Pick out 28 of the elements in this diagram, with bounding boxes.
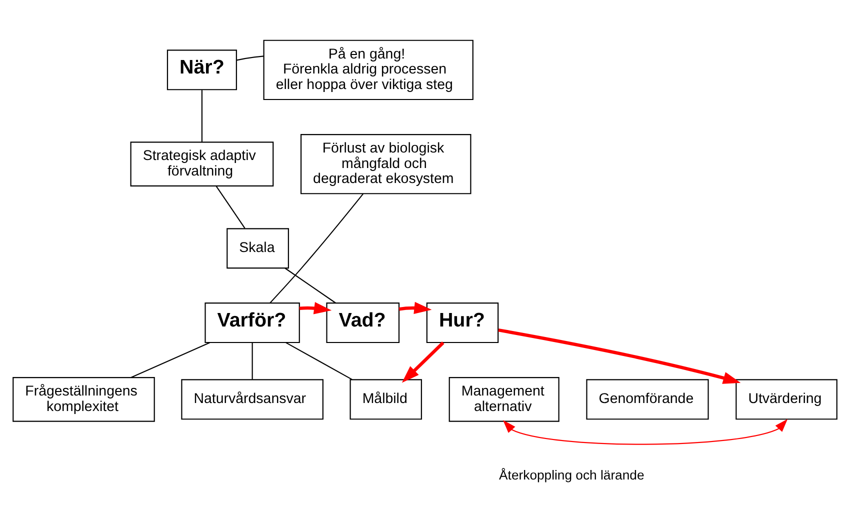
- node-box: Utvärdering: [736, 379, 838, 420]
- edge-label: Återkoppling och lärande: [499, 467, 644, 482]
- node-box: Frågeställningens komplexitet: [12, 376, 155, 422]
- arrow: [299, 302, 332, 314]
- connector: [286, 342, 352, 380]
- connector: [284, 268, 336, 304]
- arrow: [502, 419, 788, 445]
- node-box: Varför?: [204, 302, 300, 344]
- arrow: [398, 302, 432, 314]
- node-box: Förlust av biologisk mångfald och degraderat ekosystem: [300, 134, 472, 194]
- connector: [130, 342, 210, 378]
- node-box: När?: [166, 50, 237, 90]
- node-box: Genomförande: [586, 379, 709, 420]
- node-box: Vad?: [326, 302, 400, 344]
- connector: [201, 90, 203, 142]
- node-box: Management alternativ: [448, 376, 560, 422]
- arrow: [498, 328, 741, 384]
- node-box: På en gång! Förenkla aldrig processen eller hoppa över viktiga steg: [263, 40, 474, 100]
- connector: [236, 56, 264, 61]
- node-box: Skala: [226, 228, 289, 269]
- arrow: [402, 342, 444, 383]
- node-box: Strategisk adaptiv förvaltning: [130, 142, 274, 187]
- connector: [270, 194, 364, 304]
- connector: [216, 186, 246, 228]
- node-box: Naturvårdsansvar: [181, 379, 324, 420]
- connector: [252, 342, 253, 380]
- node-box: Hur?: [426, 302, 499, 344]
- node-box: Målbild: [350, 379, 422, 420]
